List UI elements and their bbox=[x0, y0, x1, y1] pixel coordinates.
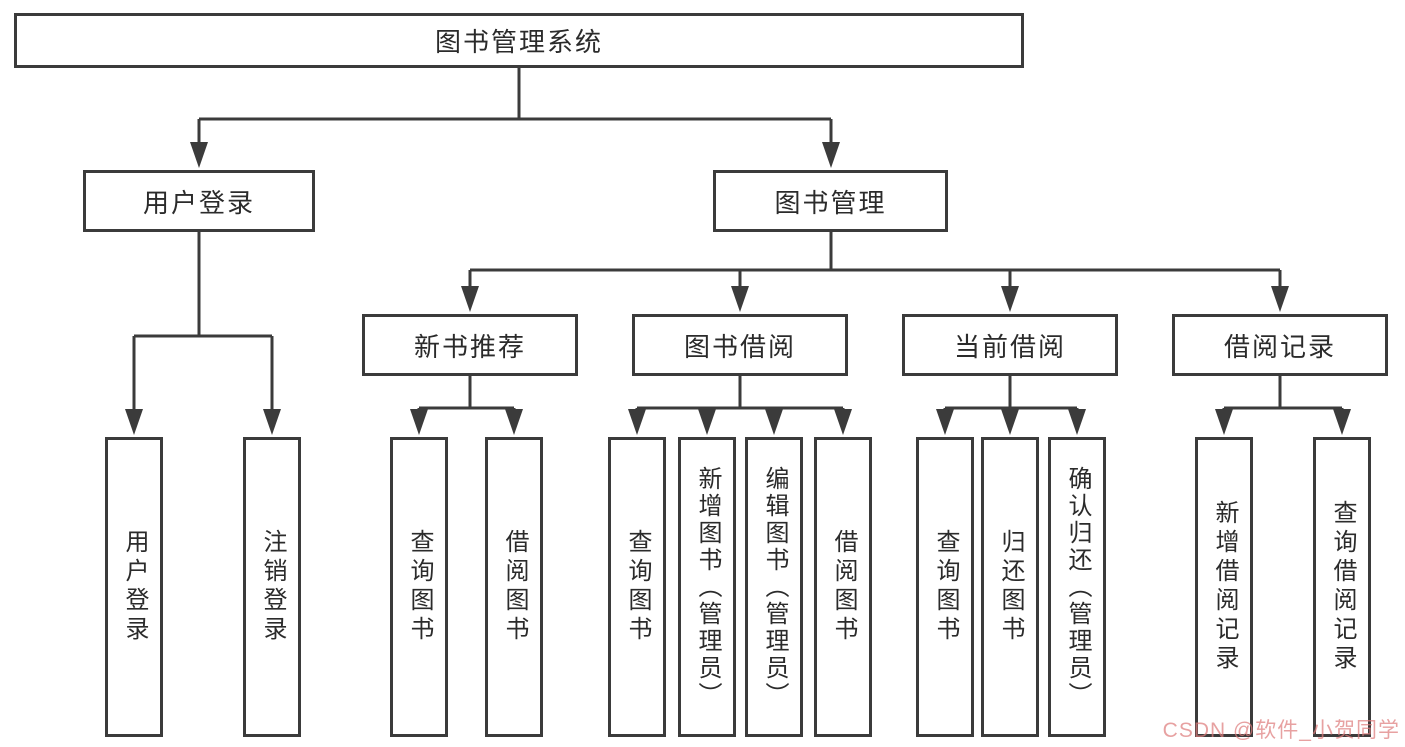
arrowhead-icons bbox=[125, 142, 1351, 435]
node-leaf-query-books-2-label: 查询图书 bbox=[624, 529, 651, 645]
csdn-watermark: CSDN @软件_小贺同学 bbox=[1162, 719, 1400, 742]
node-leaf-query-books-2: 查询图书 bbox=[608, 437, 666, 737]
node-leaf-return-books-label: 归还图书 bbox=[997, 529, 1024, 645]
node-leaf-add-books-admin-label: 新增图书（管理员） bbox=[694, 465, 721, 709]
node-leaf-borrow-books-1-label: 借阅图书 bbox=[501, 529, 528, 645]
node-new-book-recommend: 新书推荐 bbox=[362, 314, 578, 376]
node-user-login: 用户登录 bbox=[83, 170, 315, 232]
node-current-borrowing-label: 当前借阅 bbox=[953, 331, 1066, 362]
node-book-management: 图书管理 bbox=[713, 170, 948, 232]
node-leaf-query-borrow-record-label: 查询借阅记录 bbox=[1329, 500, 1356, 674]
node-leaf-confirm-return-admin-label: 确认归还（管理员） bbox=[1064, 465, 1091, 709]
node-leaf-query-borrow-record: 查询借阅记录 bbox=[1313, 437, 1371, 737]
node-borrowing-records-label: 借阅记录 bbox=[1223, 331, 1336, 362]
node-leaf-return-books: 归还图书 bbox=[981, 437, 1039, 737]
node-leaf-user-login-label: 用户登录 bbox=[121, 529, 148, 645]
node-user-login-label: 用户登录 bbox=[142, 187, 255, 218]
node-leaf-add-books-admin: 新增图书（管理员） bbox=[678, 437, 736, 737]
node-new-book-recommend-label: 新书推荐 bbox=[413, 331, 526, 362]
node-leaf-query-books-1-label: 查询图书 bbox=[406, 529, 433, 645]
node-leaf-user-login: 用户登录 bbox=[105, 437, 163, 737]
node-leaf-edit-books-admin-label: 编辑图书（管理员） bbox=[761, 465, 788, 709]
node-leaf-query-books-1: 查询图书 bbox=[390, 437, 448, 737]
node-leaf-borrow-books-1: 借阅图书 bbox=[485, 437, 543, 737]
node-book-borrowing: 图书借阅 bbox=[632, 314, 848, 376]
node-leaf-logout: 注销登录 bbox=[243, 437, 301, 737]
node-current-borrowing: 当前借阅 bbox=[902, 314, 1118, 376]
node-root-system: 图书管理系统 bbox=[14, 13, 1024, 68]
node-leaf-borrow-books-2: 借阅图书 bbox=[814, 437, 872, 737]
node-leaf-logout-label: 注销登录 bbox=[259, 529, 286, 645]
node-leaf-query-books-3-label: 查询图书 bbox=[932, 529, 959, 645]
node-leaf-add-borrow-record: 新增借阅记录 bbox=[1195, 437, 1253, 737]
node-root-system-label: 图书管理系统 bbox=[434, 27, 603, 57]
node-leaf-confirm-return-admin: 确认归还（管理员） bbox=[1048, 437, 1106, 737]
node-book-borrowing-label: 图书借阅 bbox=[683, 331, 796, 362]
node-book-management-label: 图书管理 bbox=[774, 187, 887, 218]
node-leaf-edit-books-admin: 编辑图书（管理员） bbox=[745, 437, 803, 737]
node-leaf-borrow-books-2-label: 借阅图书 bbox=[830, 529, 857, 645]
node-leaf-query-books-3: 查询图书 bbox=[916, 437, 974, 737]
node-leaf-add-borrow-record-label: 新增借阅记录 bbox=[1211, 500, 1238, 674]
node-borrowing-records: 借阅记录 bbox=[1172, 314, 1388, 376]
